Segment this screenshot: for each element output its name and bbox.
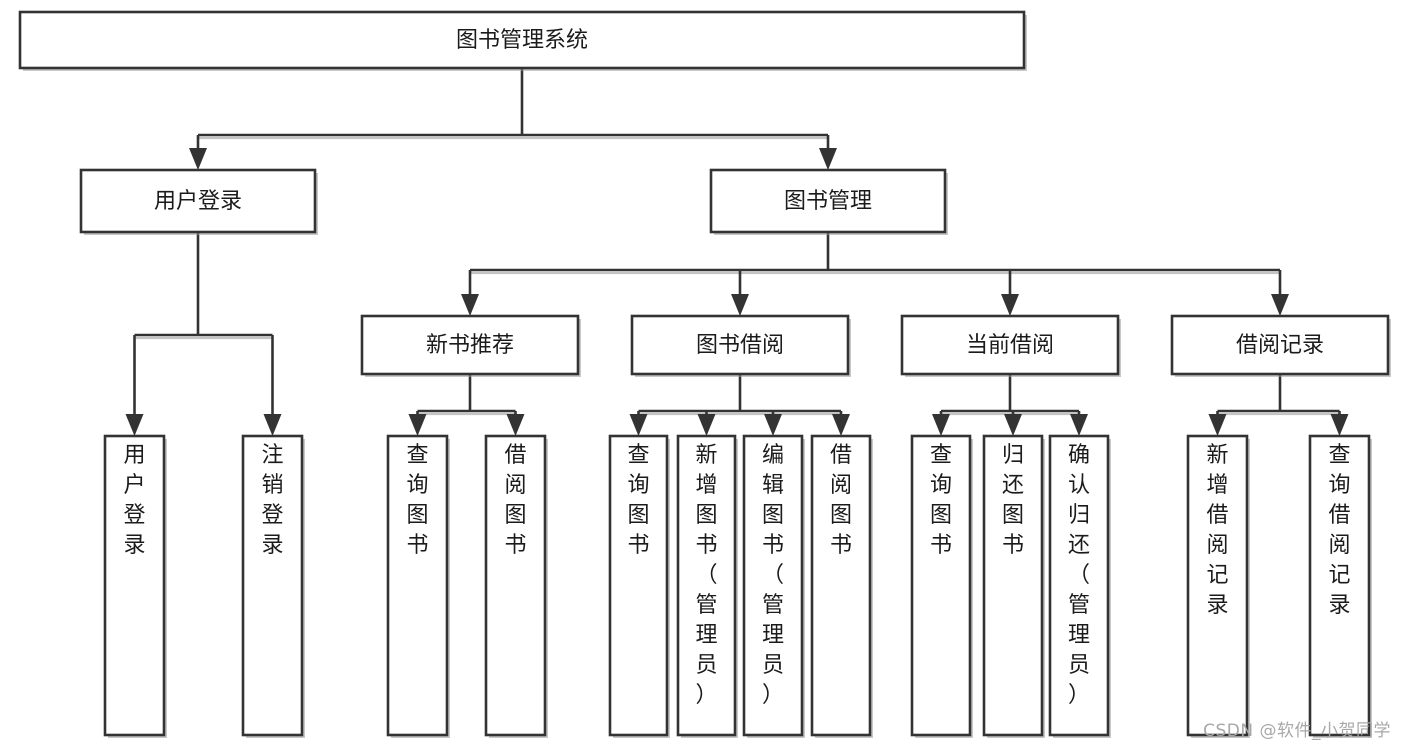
node-root-book-management-system-box[interactable] — [18, 10, 1026, 70]
node-leaf-8[interactable]: 查询图书 — [910, 434, 973, 738]
node-leaf-1-label: 注销登录 — [261, 443, 283, 558]
node-level3-2-label: 当前借阅 — [966, 333, 1054, 358]
node-leaf-2-box[interactable] — [386, 434, 449, 737]
node-leaf-9-label: 归还图书 — [1002, 443, 1024, 558]
node-level3-1-label: 图书借阅 — [696, 333, 784, 358]
node-level2-0-label: 用户登录 — [154, 189, 242, 214]
node-level3-3-box[interactable] — [1170, 314, 1390, 376]
node-leaf-12-box[interactable] — [1308, 434, 1371, 737]
leaf-branch-3-1-arrowhead — [1004, 414, 1022, 436]
node-leaf-6[interactable]: 编辑图书（管理员） — [742, 434, 805, 738]
node-leaf-8-label: 查询图书 — [930, 443, 952, 558]
node-leaf-10-label: 确认归还（管理员） — [1068, 443, 1090, 708]
node-level3-1[interactable]: 图书借阅 — [630, 314, 851, 377]
level3-branch-3-arrowhead — [1271, 294, 1289, 316]
leaf-branch-1-0-arrowhead — [408, 414, 427, 436]
csdn-watermark: CSDN @软件_小贺同学 — [1203, 721, 1391, 741]
node-level2-0[interactable]: 用户登录 — [79, 168, 318, 235]
node-leaf-5-label: 新增图书（管理员） — [695, 443, 717, 708]
leaf-branch-2-2-arrowhead — [764, 414, 782, 436]
node-level3-0-box[interactable] — [360, 314, 580, 376]
node-leaf-7-label: 借阅图书 — [830, 443, 852, 558]
node-leaf-9[interactable]: 归还图书 — [982, 434, 1045, 738]
node-level3-3[interactable]: 借阅记录 — [1170, 314, 1391, 377]
node-root-book-management-system[interactable]: 图书管理系统 — [18, 10, 1027, 71]
node-level2-1-box[interactable] — [709, 168, 947, 234]
node-leaf-9-box[interactable] — [982, 434, 1044, 737]
node-level3-2-box[interactable] — [900, 314, 1120, 376]
node-leaf-1-box[interactable] — [241, 434, 304, 737]
node-leaf-7-box[interactable] — [810, 434, 872, 737]
node-leaf-0-label: 用户登录 — [123, 443, 145, 558]
node-level3-1-box[interactable] — [630, 314, 850, 376]
node-leaf-4-box[interactable] — [608, 434, 669, 737]
leaf-branch-0-1-arrowhead — [263, 414, 282, 436]
node-leaf-8-box[interactable] — [910, 434, 972, 737]
node-leaf-12-label: 查询借阅记录 — [1328, 443, 1350, 618]
leaf-branch-3-0-arrowhead — [932, 414, 950, 436]
node-level3-2[interactable]: 当前借阅 — [900, 314, 1121, 377]
node-leaf-10-box[interactable] — [1048, 434, 1110, 737]
level3-branch-1-arrowhead — [731, 294, 749, 316]
node-leaf-0-box[interactable] — [103, 434, 166, 737]
node-level2-1[interactable]: 图书管理 — [709, 168, 948, 235]
leaf-branch-2-3-arrowhead — [832, 414, 850, 436]
node-leaf-11[interactable]: 新增借阅记录 — [1186, 434, 1250, 738]
node-level2-0-box[interactable] — [79, 168, 317, 234]
node-leaf-6-label: 编辑图书（管理员） — [762, 443, 784, 708]
node-layer: 图书管理系统用户登录图书管理新书推荐图书借阅当前借阅借阅记录用户登录注销登录查询… — [18, 10, 1391, 738]
node-level2-1-label: 图书管理 — [784, 189, 872, 214]
node-level3-3-label: 借阅记录 — [1236, 333, 1324, 358]
node-leaf-6-box[interactable] — [742, 434, 804, 737]
leaf-branch-4-0-arrowhead — [1208, 414, 1227, 436]
leaf-branch-2-0-arrowhead — [629, 414, 648, 436]
node-leaf-4[interactable]: 查询图书 — [608, 434, 670, 738]
connector-layer — [125, 68, 1349, 436]
node-leaf-1[interactable]: 注销登录 — [241, 434, 305, 738]
node-leaf-11-box[interactable] — [1186, 434, 1249, 737]
node-leaf-12[interactable]: 查询借阅记录 — [1308, 434, 1372, 738]
node-leaf-5[interactable]: 新增图书（管理员） — [676, 434, 738, 738]
node-leaf-10[interactable]: 确认归还（管理员） — [1048, 434, 1111, 738]
node-leaf-5-box[interactable] — [676, 434, 737, 737]
node-root-book-management-system-label: 图书管理系统 — [456, 28, 588, 53]
node-leaf-2-label: 查询图书 — [406, 443, 428, 558]
node-level3-0-label: 新书推荐 — [426, 333, 514, 358]
node-leaf-11-label: 新增借阅记录 — [1206, 443, 1228, 618]
node-leaf-7[interactable]: 借阅图书 — [810, 434, 873, 738]
node-leaf-2[interactable]: 查询图书 — [386, 434, 450, 738]
leaf-branch-1-1-arrowhead — [506, 414, 525, 436]
level3-branch-0-arrowhead — [461, 294, 479, 316]
level2-branch-1-arrowhead — [819, 148, 837, 170]
level3-branch-2-arrowhead — [1001, 294, 1019, 316]
leaf-branch-4-1-arrowhead — [1330, 414, 1349, 436]
node-leaf-3-label: 借阅图书 — [504, 443, 526, 558]
leaf-branch-3-2-arrowhead — [1070, 414, 1088, 436]
level2-branch-0-arrowhead — [189, 148, 207, 170]
node-leaf-3-box[interactable] — [484, 434, 547, 737]
leaf-branch-0-0-arrowhead — [125, 414, 144, 436]
node-leaf-3[interactable]: 借阅图书 — [484, 434, 548, 738]
leaf-branch-2-1-arrowhead — [697, 414, 716, 436]
node-leaf-4-label: 查询图书 — [627, 443, 649, 558]
node-leaf-0[interactable]: 用户登录 — [103, 434, 167, 738]
node-level3-0[interactable]: 新书推荐 — [360, 314, 581, 377]
